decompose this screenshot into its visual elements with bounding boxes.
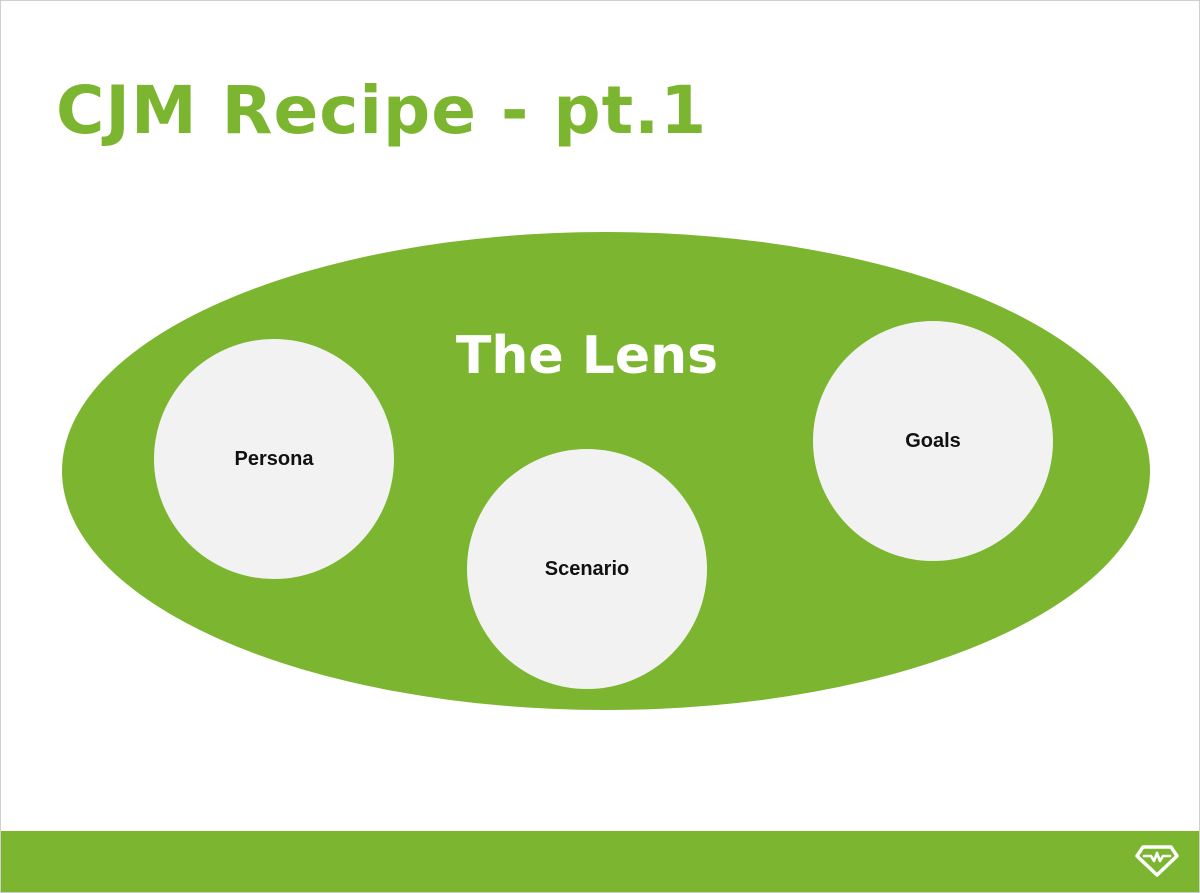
footer-bar: [1, 831, 1199, 892]
lens-label: The Lens: [455, 326, 719, 386]
slideshare-gem-icon: [1135, 845, 1179, 877]
persona-label: Persona: [234, 447, 314, 470]
goals-circle: Goals: [813, 321, 1053, 561]
persona-circle: Persona: [154, 339, 394, 579]
goals-label: Goals: [905, 429, 961, 452]
scenario-label: Scenario: [544, 557, 630, 580]
scenario-circle: Scenario: [467, 449, 707, 689]
slide-title: CJM Recipe - pt.1: [56, 72, 708, 149]
